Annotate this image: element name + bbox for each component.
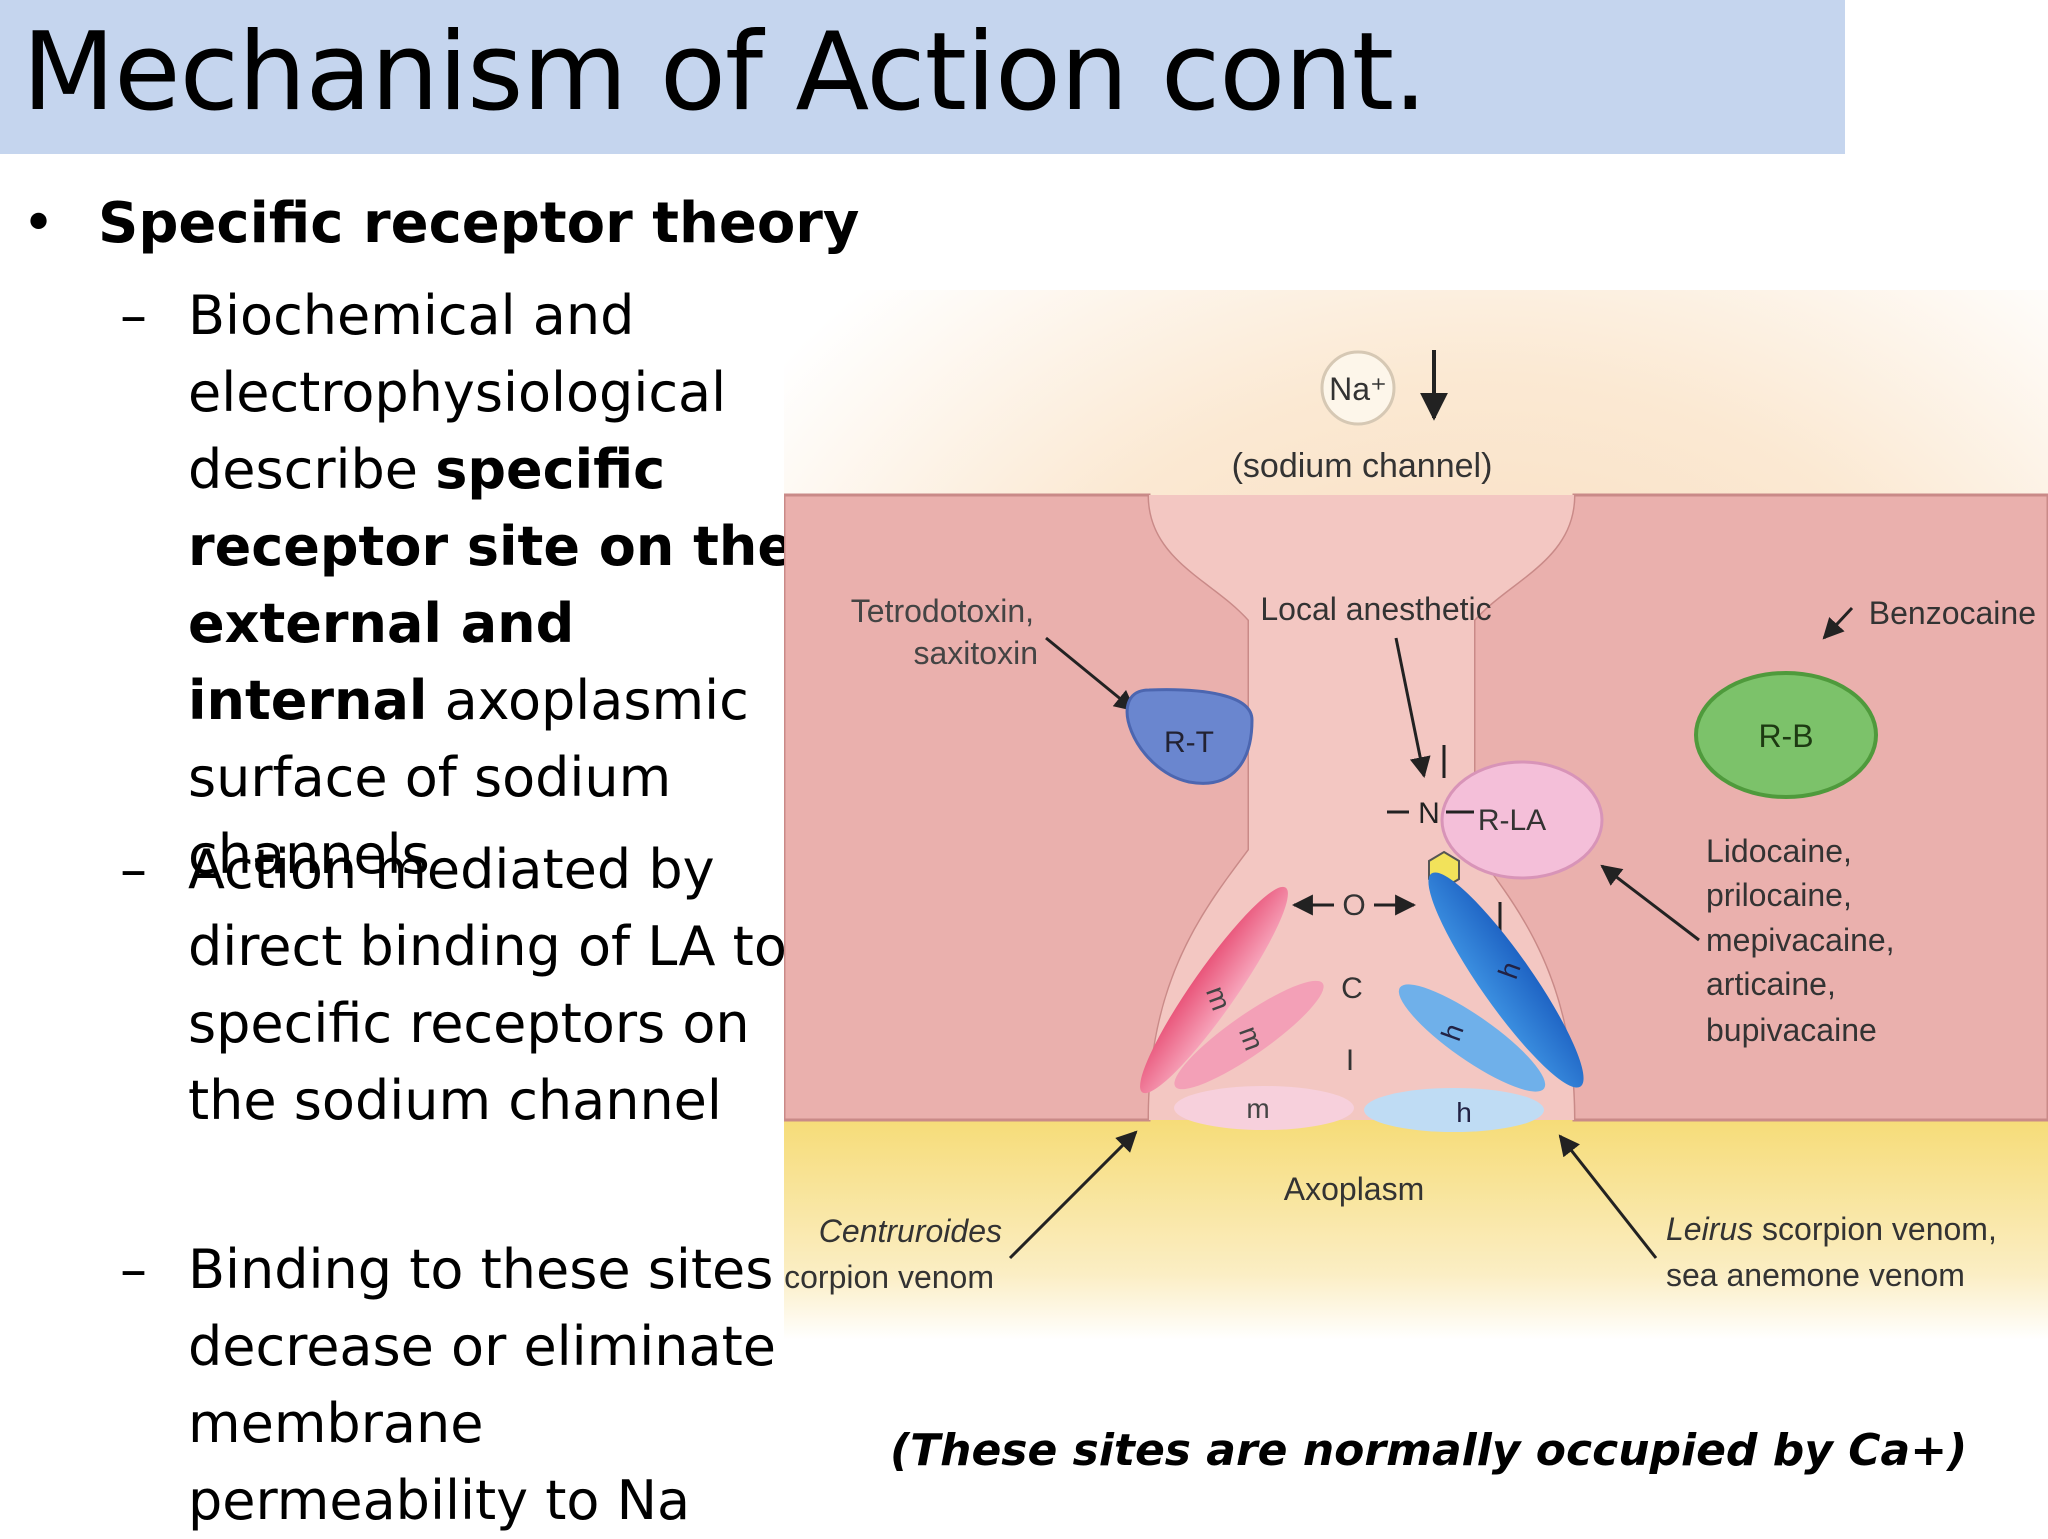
mepivacaine-label: mepivacaine,: [1706, 922, 1895, 958]
n-label: N: [1418, 797, 1440, 830]
sub-bullet-text: Biochemical and electrophysiological des…: [188, 284, 794, 886]
h-gate-3: [1364, 1088, 1544, 1132]
sub-bullet-text: Binding to these sites decrease or elimi…: [188, 1238, 776, 1532]
bullet-text: Specific receptor theory: [98, 191, 860, 256]
m-label-3: m: [1246, 1093, 1269, 1124]
axoplasm-region: [784, 1120, 2048, 1340]
lidocaine-label: Lidocaine,: [1706, 833, 1852, 869]
benzocaine-arrow: [1822, 606, 1854, 640]
tetrodotoxin-label: Tetrodotoxin,: [851, 593, 1034, 629]
bullet-specific-receptor-theory: • Specific receptor theory: [22, 186, 859, 262]
h-label-3: h: [1456, 1097, 1472, 1128]
sodium-channel-diagram: Na⁺ (sodium channel) Tetrodotoxin, saxit…: [784, 290, 2048, 1340]
figure-caption: (These sites are normally occupied by Ca…: [890, 1425, 1968, 1476]
i-label: I: [1346, 1044, 1354, 1077]
receptor-rt-label: R-T: [1164, 726, 1214, 759]
benzocaine-label: Benzocaine: [1869, 595, 2036, 631]
title-bar: [0, 0, 1845, 154]
h-gate-1: [1428, 872, 1584, 1088]
receptor-rla-label: R-LA: [1478, 804, 1546, 837]
sub-bullet-text: Action mediated by direct binding of LA …: [188, 838, 787, 1132]
centruroides-arrow: [1008, 1130, 1138, 1260]
saxitoxin-label: saxitoxin: [914, 635, 1039, 671]
leirus-arrow: [1558, 1134, 1658, 1259]
centruroides-label: Centruroides: [819, 1213, 1002, 1249]
sodium-ion: [1320, 350, 1396, 426]
local-anesthetic-arrow: [1394, 637, 1431, 779]
o-label: O: [1342, 889, 1365, 922]
sub-bullet-marker: –: [120, 284, 147, 347]
prilocaine-label: prilocaine,: [1706, 877, 1852, 913]
receptor-rla: [1440, 760, 1604, 880]
sub-bullet-marker: –: [120, 838, 147, 901]
axoplasm-label: Axoplasm: [1284, 1171, 1425, 1207]
receptor-rb-label: R-B: [1758, 718, 1813, 754]
receptor-rt: [1125, 688, 1254, 785]
sodium-ion-label: Na⁺: [1329, 371, 1387, 407]
lidocaine-arrow: [1600, 864, 1700, 942]
m-gate-3: [1174, 1086, 1354, 1130]
articaine-label: articaine,: [1706, 966, 1836, 1002]
receptor-rb: [1694, 671, 1878, 799]
slide-title: Mechanism of Action cont.: [22, 10, 1427, 135]
tetrodotoxin-arrow: [1045, 636, 1136, 712]
centruroides-venom-label: scorpion venom: [784, 1259, 994, 1295]
h-gate-2: [1398, 984, 1546, 1092]
leirus-label: Leirus scorpion venom,: [1666, 1211, 1997, 1247]
m-gate-1: [1140, 886, 1288, 1094]
local-anesthetic-label: Local anesthetic: [1260, 591, 1491, 627]
bupivacaine-label: bupivacaine: [1706, 1012, 1877, 1048]
sodium-channel-label: (sodium channel): [1232, 447, 1493, 485]
sub-bullet-marker: –: [120, 1238, 147, 1301]
sea-anemone-label: sea anemone venom: [1666, 1257, 1965, 1293]
m-gate-2: [1174, 980, 1324, 1090]
bullet-marker: •: [22, 191, 56, 256]
c-label: C: [1341, 972, 1363, 1005]
